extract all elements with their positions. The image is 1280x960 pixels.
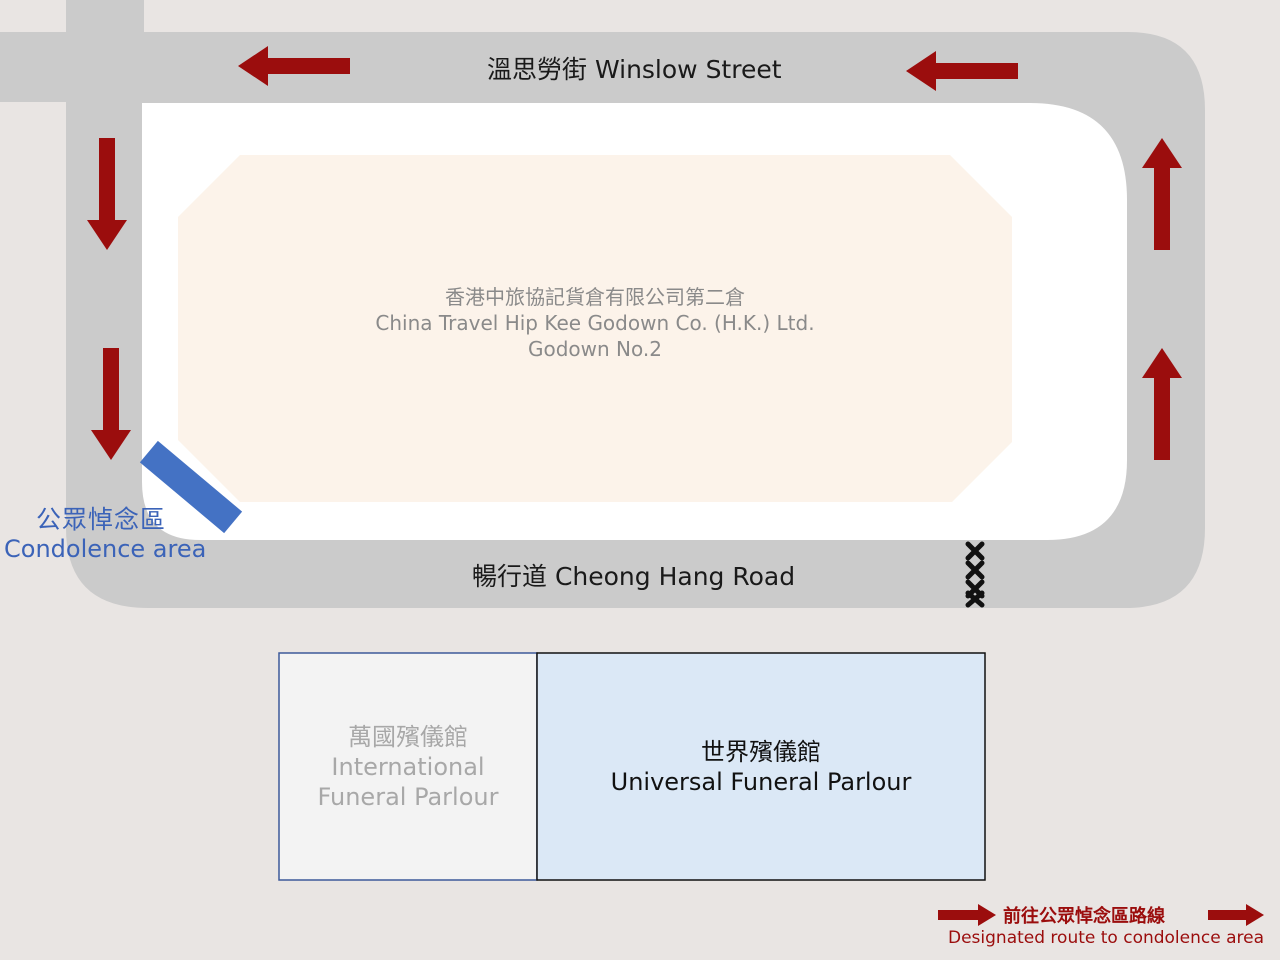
godown-label: 香港中旅協記貨倉有限公司第二倉 China Travel Hip Kee God… bbox=[370, 284, 820, 362]
universal-parlour-en: Universal Funeral Parlour bbox=[610, 768, 912, 796]
condolence-area-label-en: Condolence area bbox=[4, 535, 207, 563]
godown-building bbox=[178, 155, 1012, 502]
universal-parlour-building bbox=[536, 652, 986, 881]
condolence-area-label-zh: 公眾悼念區 bbox=[36, 505, 167, 534]
international-parlour-zh: 萬國殯儀館 bbox=[348, 723, 468, 751]
international-parlour-en1: International bbox=[331, 753, 485, 781]
cheong-hang-road-label: 暢行道 Cheong Hang Road bbox=[472, 562, 796, 591]
legend-arrow-icon bbox=[938, 904, 1264, 926]
international-parlour-label: 萬國殯儀館 International Funeral Parlour bbox=[280, 722, 536, 812]
international-parlour-en2: Funeral Parlour bbox=[317, 783, 499, 811]
legend-label-en: Designated route to condolence area bbox=[948, 928, 1265, 948]
universal-parlour-label: 世界殯儀館 Universal Funeral Parlour bbox=[538, 737, 984, 797]
godown-name-en: China Travel Hip Kee Godown Co. (H.K.) L… bbox=[375, 311, 815, 335]
godown-number: Godown No.2 bbox=[528, 337, 662, 361]
international-parlour-building bbox=[278, 652, 538, 881]
winslow-street-label: 溫思勞街 Winslow Street bbox=[487, 55, 782, 84]
legend-label-zh: 前往公眾悼念區路線 bbox=[1003, 906, 1165, 927]
godown-name-zh: 香港中旅協記貨倉有限公司第二倉 bbox=[445, 285, 745, 309]
road-closure-icon bbox=[965, 541, 985, 608]
universal-parlour-zh: 世界殯儀館 bbox=[701, 738, 821, 766]
condolence-area-marker bbox=[139, 440, 243, 534]
